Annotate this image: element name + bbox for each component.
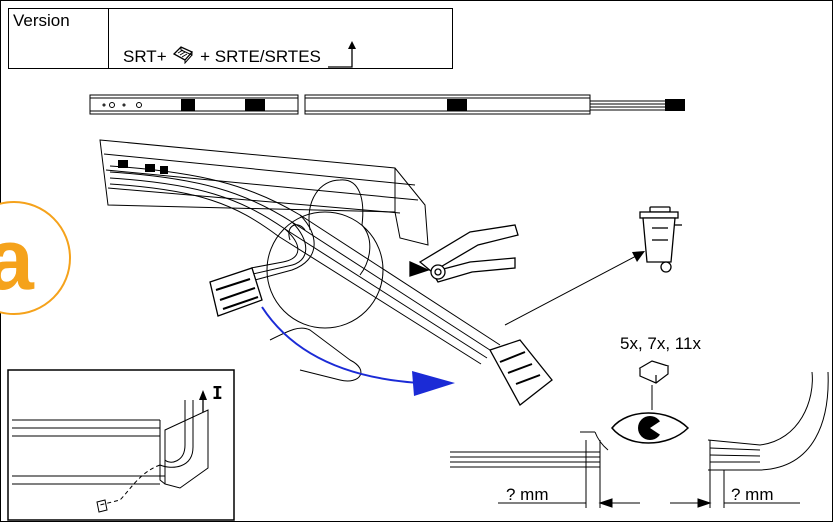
product-suffix: + SRTE/SRTES [200,46,321,66]
inset-up-arrow [199,390,207,412]
discard-arrow [504,251,645,326]
inset-track-detail [12,400,209,513]
strip-length-right: ? mm [731,485,774,504]
dimension-left [498,498,640,508]
stripped-cable-right [707,371,829,508]
up-arrow-icon [326,37,360,76]
rail-connector [181,99,685,111]
track-section [99,139,429,246]
detail-magnifier [266,211,384,329]
trash-bin-icon [639,206,682,273]
eye-icon [611,412,690,444]
plugs-on-track [118,160,168,174]
flat-cable-bundle [109,165,501,365]
version-box: Version [8,8,109,69]
blue-move-arrow [261,306,455,396]
connector-variants-label: 5x, 7x, 11x [620,334,701,353]
connector-variant-icon [638,360,670,384]
hand-icon [269,179,371,382]
version-label: Version [13,11,70,30]
strip-length-left: ? mm [506,485,549,504]
step-badge [0,201,71,315]
product-prefix: SRT+ [123,46,167,66]
inset-label: I [212,383,223,404]
pliers-icon [409,224,519,283]
connector-icon [171,44,195,69]
product-box: SRT+ + SRTE/SRTES [108,8,453,69]
stripped-cable-left [450,431,609,508]
rail-overview [89,94,665,115]
step-letter: a [0,212,34,308]
cable-plug-right [489,339,553,406]
product-combination: SRT+ + SRTE/SRTES [123,37,360,76]
cable-plug-left [209,267,263,317]
dimension-right [670,498,800,508]
